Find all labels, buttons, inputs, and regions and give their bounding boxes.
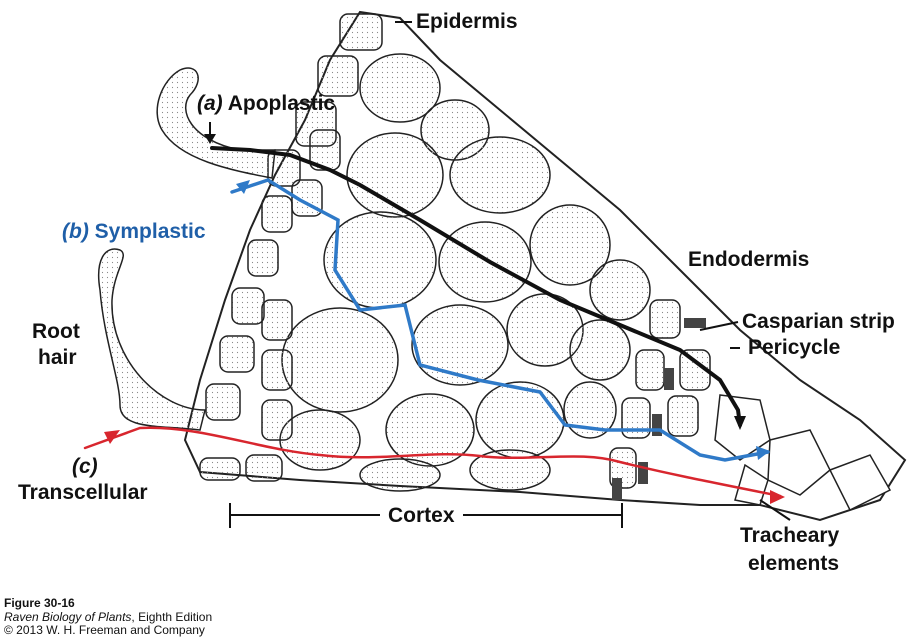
symplastic-label: (b) Symplastic (62, 220, 206, 244)
apoplastic-letter: (a) (197, 92, 223, 115)
apoplastic-path (210, 146, 742, 427)
pericycle-label: Pericycle (748, 336, 841, 359)
endodermis-label: Endodermis (688, 248, 810, 271)
transcellular-letter: (c) (72, 455, 98, 478)
apoplastic-label: (a) Apoplastic (197, 92, 335, 116)
apoplastic-pointer-head (204, 134, 216, 144)
tracheary-label: Tracheary (740, 524, 840, 547)
book-edition: , Eighth Edition (131, 610, 213, 624)
symplastic-start-arrowhead (236, 180, 250, 194)
root-hair-lower (98, 248, 206, 431)
apoplastic-text: Apoplastic (227, 92, 336, 115)
symplastic-path (230, 178, 770, 462)
book-line: Raven Biology of Plants, Eighth Edition (4, 610, 212, 624)
root-label: Root (32, 320, 80, 343)
casparian-strip-label: Casparian strip (742, 310, 895, 333)
epidermis-label: Epidermis (416, 10, 518, 33)
root-hair-upper (156, 67, 276, 179)
symplastic-letter: (b) (62, 220, 89, 243)
cortex-cells (261, 53, 651, 492)
endodermis-cells (609, 299, 711, 489)
elements-label: elements (748, 552, 840, 575)
symplastic-arrowhead (756, 446, 770, 460)
transcellular-path (83, 426, 782, 498)
apoplastic-arrowhead (734, 416, 746, 430)
figure-number: Figure 30-16 (4, 596, 75, 610)
casparian-strip (612, 318, 706, 500)
transcellular-label: Transcellular (18, 481, 148, 504)
transcellular-arrowhead (770, 490, 785, 504)
cortex-label: Cortex (380, 504, 463, 528)
symplastic-text: Symplastic (94, 220, 206, 243)
hair-label: hair (38, 346, 77, 369)
transcellular-start-arrowhead (104, 430, 120, 444)
copyright-line: © 2013 W. H. Freeman and Company (4, 623, 205, 637)
book-title: Raven Biology of Plants (4, 610, 132, 624)
pericycle-cells (714, 394, 892, 512)
